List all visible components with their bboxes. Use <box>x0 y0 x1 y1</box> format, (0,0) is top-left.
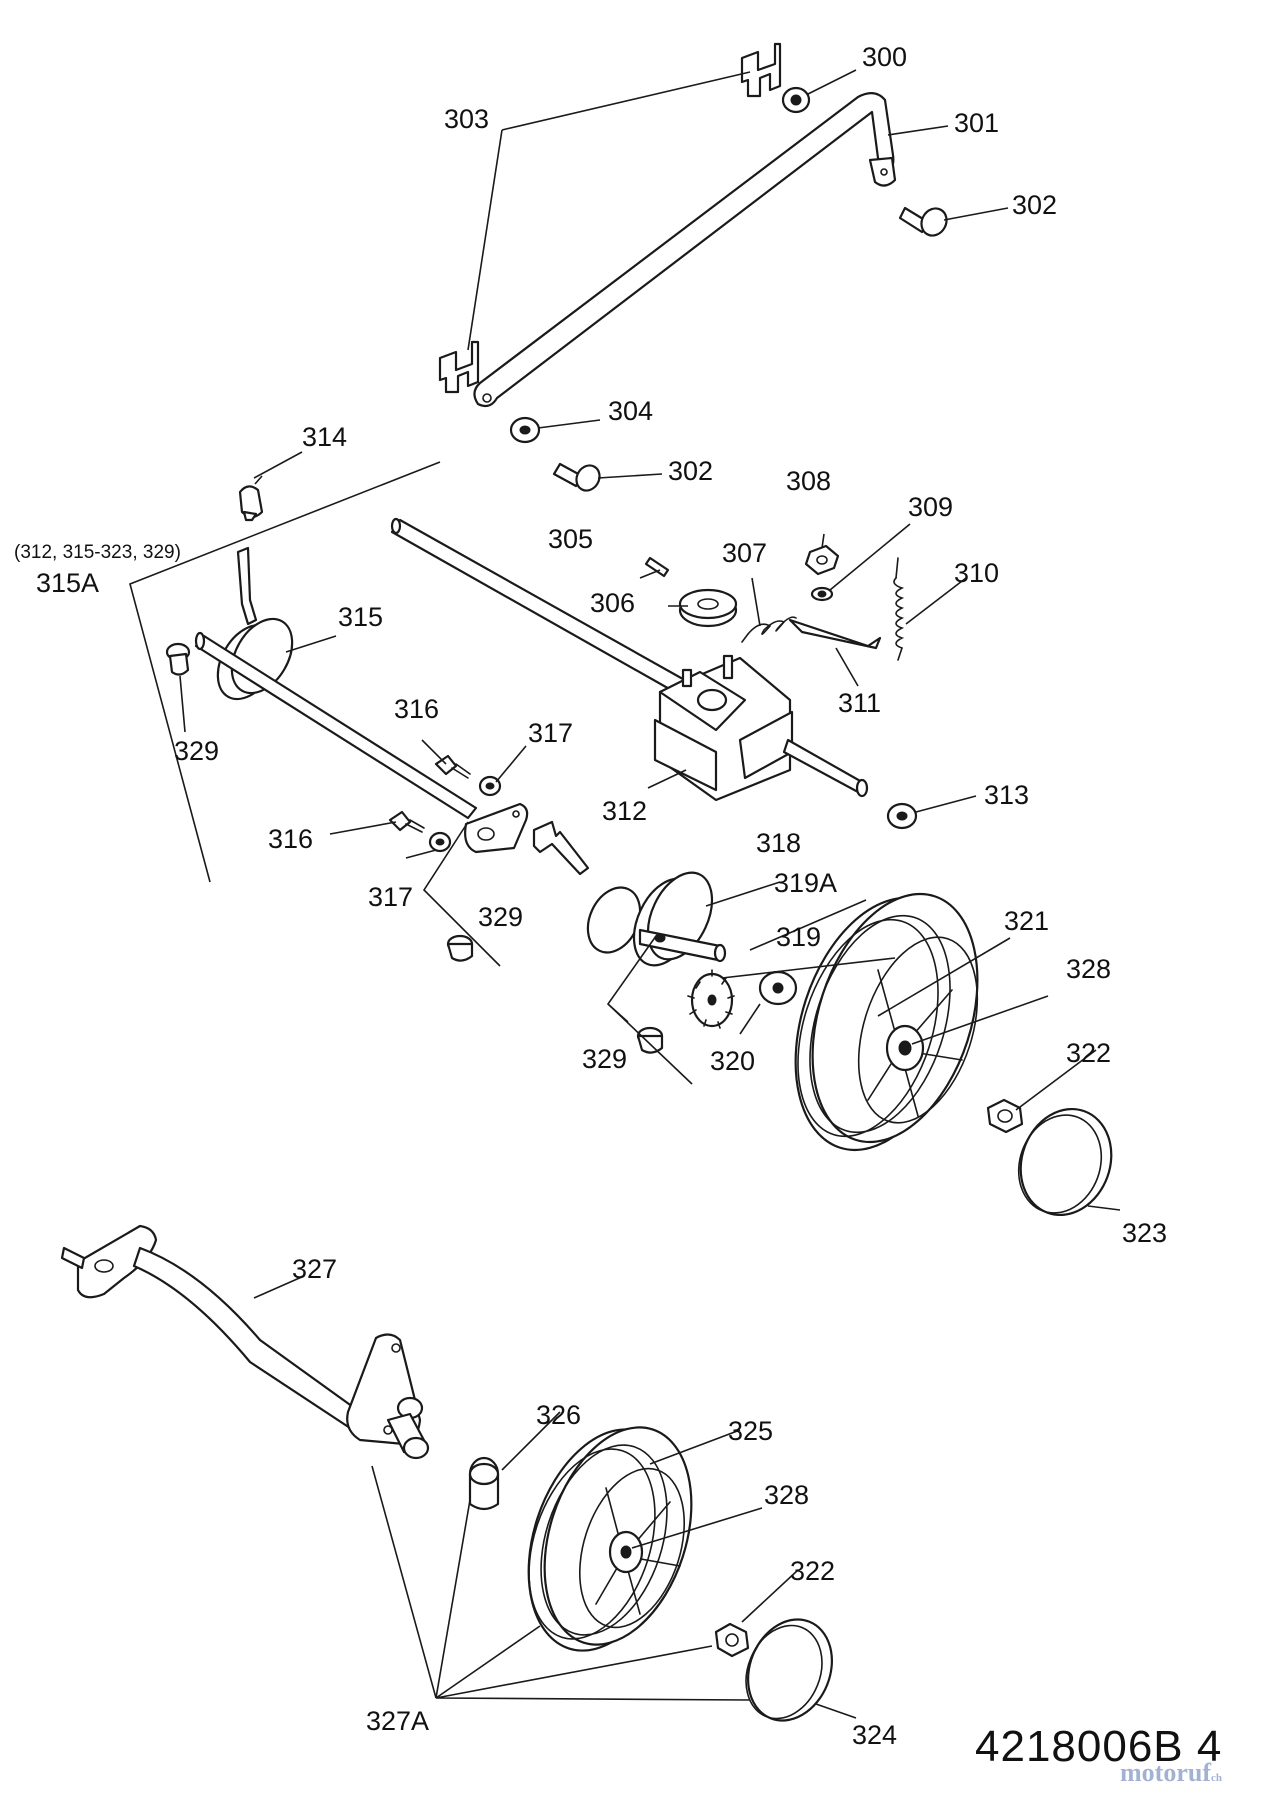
washer-300[interactable] <box>781 86 811 114</box>
label-307: 307 <box>722 538 767 568</box>
label-301: 301 <box>954 108 999 138</box>
label-323: 323 <box>1122 1218 1167 1248</box>
label-318: 318 <box>756 828 801 858</box>
label-328-lower: 328 <box>764 1480 809 1510</box>
label-322-lower: 322 <box>790 1556 835 1586</box>
label-325: 325 <box>728 1416 773 1446</box>
pin-305[interactable] <box>644 556 670 578</box>
knob-314[interactable] <box>238 485 264 522</box>
drive-shaft[interactable] <box>390 517 692 697</box>
spring-310[interactable] <box>893 557 905 661</box>
label-311: 311 <box>838 688 881 718</box>
label-308: 308 <box>786 466 831 496</box>
spacer-326[interactable] <box>468 1456 500 1511</box>
label-317-top: 317 <box>528 718 573 748</box>
nut-322-upper[interactable] <box>986 1098 1024 1134</box>
spring-307[interactable] <box>741 616 797 643</box>
handle-rod-301[interactable] <box>473 92 897 408</box>
label-316-top: 316 <box>394 694 439 724</box>
label-316-lower: 316 <box>268 824 313 854</box>
label-320: 320 <box>710 1046 755 1076</box>
washer-320[interactable] <box>758 970 798 1006</box>
washer-317-lower[interactable] <box>428 831 452 853</box>
watermark-suffix: ch <box>1210 1772 1222 1784</box>
nut-308[interactable] <box>804 544 840 576</box>
label-319: 319 <box>776 922 821 952</box>
label-321: 321 <box>1004 906 1049 936</box>
label-306: 306 <box>590 588 635 618</box>
label-324: 324 <box>852 1720 897 1750</box>
washer-304[interactable] <box>509 416 541 444</box>
clip-303-bottom[interactable] <box>438 340 480 394</box>
cross-shaft[interactable] <box>194 631 478 820</box>
label-305: 305 <box>548 524 593 554</box>
hubcap-323[interactable] <box>1005 1096 1126 1228</box>
bushing-329-lower[interactable] <box>636 1026 664 1054</box>
label-315A-note: (312, 315-323, 329) <box>14 542 181 563</box>
clip-303-top[interactable] <box>740 42 782 98</box>
bracket-315[interactable] <box>205 546 304 710</box>
label-315: 315 <box>338 602 383 632</box>
label-309: 309 <box>908 492 953 522</box>
wheel-321[interactable] <box>766 873 1007 1172</box>
label-303: 303 <box>444 104 489 134</box>
label-312: 312 <box>602 796 647 826</box>
gearbox-312[interactable] <box>653 654 869 802</box>
label-329-mid: 329 <box>478 902 523 932</box>
leader-lines <box>129 69 1121 1719</box>
label-329-left: 329 <box>174 736 219 766</box>
nut-322-lower[interactable] <box>714 1622 750 1658</box>
label-317-lower: 317 <box>368 882 413 912</box>
hubcap-324[interactable] <box>733 1607 847 1733</box>
label-328-upper: 328 <box>1066 954 1111 984</box>
front-axle-327[interactable] <box>60 1224 430 1460</box>
part-labels: 300 301 302 303 304 302 305 306 307 308 … <box>14 42 1167 1750</box>
gear-319[interactable] <box>687 969 735 1029</box>
wheel-325[interactable] <box>502 1408 717 1670</box>
label-313: 313 <box>984 780 1029 810</box>
label-304: 304 <box>608 396 653 426</box>
bearing-plate[interactable] <box>464 802 529 854</box>
bolt-316-top[interactable] <box>434 754 471 779</box>
pin-302-top[interactable] <box>898 204 951 240</box>
clutch-318[interactable] <box>532 820 727 976</box>
label-302-top: 302 <box>1012 190 1057 220</box>
label-326: 326 <box>536 1400 581 1430</box>
washer-309[interactable] <box>810 586 834 602</box>
drawing-number: 4218006B 4 <box>975 1722 1223 1771</box>
washer-313[interactable] <box>886 802 918 830</box>
label-315A: 315A <box>36 568 99 598</box>
pin-302-lower[interactable] <box>552 461 604 495</box>
label-327A: 327A <box>366 1706 429 1736</box>
label-310: 310 <box>954 558 999 588</box>
bolt-316-lower[interactable] <box>388 810 425 833</box>
label-322-upper: 322 <box>1066 1038 1111 1068</box>
label-302-lower: 302 <box>668 456 713 486</box>
bushing-329-mid[interactable] <box>446 934 474 962</box>
label-300: 300 <box>862 42 907 72</box>
bushing-329-left[interactable] <box>165 642 191 676</box>
watermark-logo: motorufch <box>1120 1758 1222 1788</box>
pulley-306[interactable] <box>678 588 738 628</box>
washer-317-top[interactable] <box>478 775 502 797</box>
plate-311[interactable] <box>788 618 882 650</box>
label-329-lower: 329 <box>582 1044 627 1074</box>
label-319A: 319A <box>774 868 837 898</box>
watermark-text: motoruf <box>1120 1758 1211 1787</box>
label-314: 314 <box>302 422 347 452</box>
label-327: 327 <box>292 1254 337 1284</box>
